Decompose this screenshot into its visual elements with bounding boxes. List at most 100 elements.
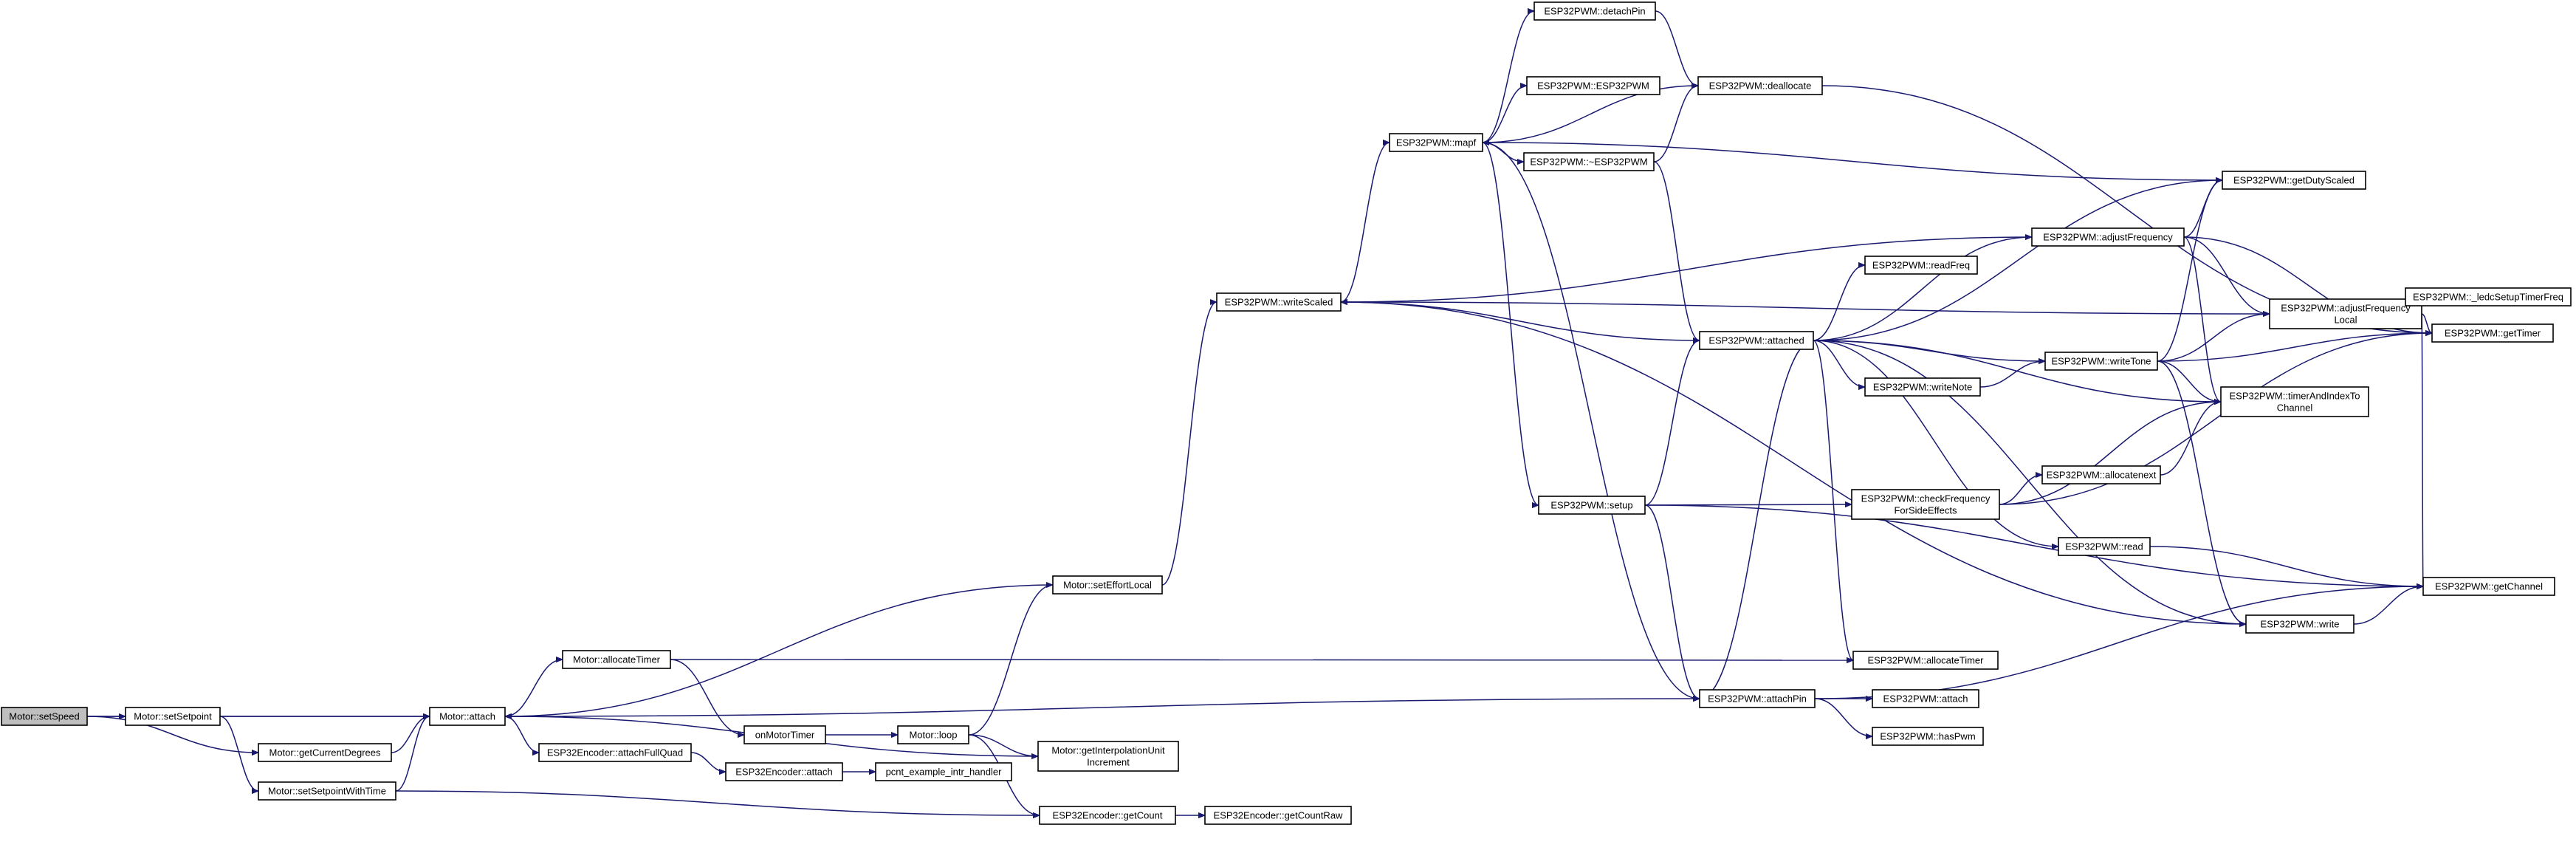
edge-mapf-to-setup [1482,142,1539,505]
node-box [258,781,396,801]
node-box [2058,537,2151,556]
edge-adjust-frequency-to-write-scaled [1341,236,2033,302]
node-label: ESP32PWM::_ledcSetupTimerFreq [2413,292,2563,303]
edge-allocate-timer-to-on-motor-timer [670,659,744,735]
node-get-channel[interactable]: ESP32PWM::getChannel [2422,577,2555,596]
node-enc-attach[interactable]: ESP32Encoder::attach [725,762,843,781]
edges-layer [86,10,2433,815]
node-pcnt[interactable]: pcnt_example_intr_handler [875,762,1012,781]
node-box [1872,727,1984,746]
node-label: Motor::attach [439,711,495,722]
node-read[interactable]: ESP32PWM::read [2058,537,2151,556]
edge-adjust-frequency-local-to-get-timer [2421,313,2433,333]
edge-write-tone-to-get-duty-scaled [2157,180,2223,362]
node-write-tone[interactable]: ESP32PWM::writeTone [2044,352,2158,371]
node-box [1852,651,1999,670]
node-label: ESP32PWM::hasPwm [1880,731,1975,742]
node-label: ESP32PWM::setup [1550,500,1632,511]
node-set-setpoint-with-time[interactable]: Motor::setSetpointWithTime [258,781,396,801]
edge-allocatenext-to-timer-and-index [2160,402,2222,476]
edge-attach-pin-to-has-pwm [1814,698,1872,736]
node-box [2405,287,2572,306]
node-label: ESP32PWM::writeTone [2051,356,2151,367]
node-on-motor-timer[interactable]: onMotorTimer [743,725,826,744]
node-allocatenext[interactable]: ESP32PWM::allocatenext [2041,465,2161,484]
node-box [1389,133,1483,152]
edge-attach-pin-to-get-channel [1814,586,2423,699]
edge-attached-to-adjust-frequency [1813,237,2032,341]
edge-adjust-frequency-to-timer-and-index [2183,236,2222,402]
edge-attached-to-pwm-allocate-timer [1813,340,1854,660]
node-label: ESP32PWM::writeScaled [1225,297,1333,308]
edge-adjust-frequency-to-get-duty-scaled [2183,180,2223,238]
node-set-setpoint[interactable]: Motor::setSetpoint [125,707,221,726]
node-setup[interactable]: ESP32PWM::setup [1538,496,1646,515]
node-box [1538,496,1646,515]
node-pwm-attach[interactable]: ESP32PWM::attach [1872,689,1979,708]
node-box [875,762,1012,781]
node-pwm-allocate-timer[interactable]: ESP32PWM::allocateTimer [1852,651,1999,670]
node-label: ESP32PWM::writeNote [1873,382,1972,393]
node-get-timer[interactable]: ESP32PWM::getTimer [2431,323,2554,343]
node-label: ESP32PWM::readFreq [1872,260,1970,271]
node-label: ESP32PWM::allocateTimer [1867,655,1984,666]
node-box [1872,689,1979,708]
node-ledc-setup[interactable]: ESP32PWM::_ledcSetupTimerFreq [2405,287,2572,306]
node-get-count[interactable]: ESP32Encoder::getCount [1039,806,1176,825]
edge-attached-to-read-freq [1813,265,1866,341]
edge-loop-to-get-interp [968,734,1038,756]
node-adjust-frequency[interactable]: ESP32PWM::adjustFrequency [2031,227,2185,247]
node-dtor[interactable]: ESP32PWM::~ESP32PWM [1523,152,1655,171]
node-box [538,743,692,762]
node-attached[interactable]: ESP32PWM::attached [1699,331,1814,350]
node-write[interactable]: ESP32PWM::write [2245,614,2355,634]
edge-detach-pin-to-deallocate [1655,10,1699,86]
node-label: ESP32Encoder::getCount [1053,810,1163,821]
node-label: ESP32PWM::adjustFrequency [2043,232,2173,243]
node-get-current-degrees[interactable]: Motor::getCurrentDegrees [258,743,392,762]
node-attach-full-quad[interactable]: ESP32Encoder::attachFullQuad [538,743,692,762]
node-loop[interactable]: Motor::loop [897,725,969,744]
node-label: ESP32PWM::attach [1883,693,1968,705]
node-read-freq[interactable]: ESP32PWM::readFreq [1864,256,1978,275]
node-box [258,743,392,762]
node-box [743,725,826,744]
node-has-pwm[interactable]: ESP32PWM::hasPwm [1872,727,1984,746]
node-attach[interactable]: Motor::attach [429,707,506,726]
edge-setup-to-attached [1644,340,1700,506]
node-get-count-raw[interactable]: ESP32Encoder::getCountRaw [1204,806,1352,825]
node-get-duty-scaled[interactable]: ESP32PWM::getDutyScaled [2222,171,2366,190]
node-label: ESP32PWM::allocatenext [2047,470,2157,481]
node-mapf[interactable]: ESP32PWM::mapf [1389,133,1483,152]
node-set-speed[interactable]: Motor::setSpeed [1,707,88,726]
node-deallocate[interactable]: ESP32PWM::deallocate [1697,76,1823,95]
node-box [1526,76,1660,95]
node-label: pcnt_example_intr_handler [886,767,1002,778]
node-write-note[interactable]: ESP32PWM::writeNote [1864,377,1981,397]
node-box [1052,575,1163,595]
node-write-scaled[interactable]: ESP32PWM::writeScaled [1216,292,1342,312]
node-attach-pin[interactable]: ESP32PWM::attachPin [1699,689,1816,708]
node-box [1699,689,1816,708]
edge-dtor-to-deallocate [1653,86,1699,162]
node-box [2245,614,2355,634]
node-allocate-timer[interactable]: Motor::allocateTimer [562,650,671,669]
edge-attached-to-read [1813,340,2058,547]
edge-set-setpoint-with-time-to-attach [395,716,430,792]
node-ctor[interactable]: ESP32PWM::ESP32PWM [1526,76,1660,95]
node-set-effort-local[interactable]: Motor::setEffortLocal [1052,575,1163,595]
node-label: Motor::setEffortLocal [1063,580,1152,591]
edge-check-freq-to-timer-and-index [1999,402,2221,505]
node-label: ESP32PWM::adjustFrequency [2281,303,2411,314]
node-label: ESP32PWM::timerAndIndexTo [2229,391,2360,402]
node-label: ESP32Encoder::attachFullQuad [547,747,683,758]
edge-get-current-degrees-to-attach [391,716,430,753]
node-detach-pin[interactable]: ESP32PWM::detachPin [1533,1,1656,21]
edge-write-to-get-channel [2353,586,2423,625]
node-label: Motor::getCurrentDegrees [269,747,381,758]
